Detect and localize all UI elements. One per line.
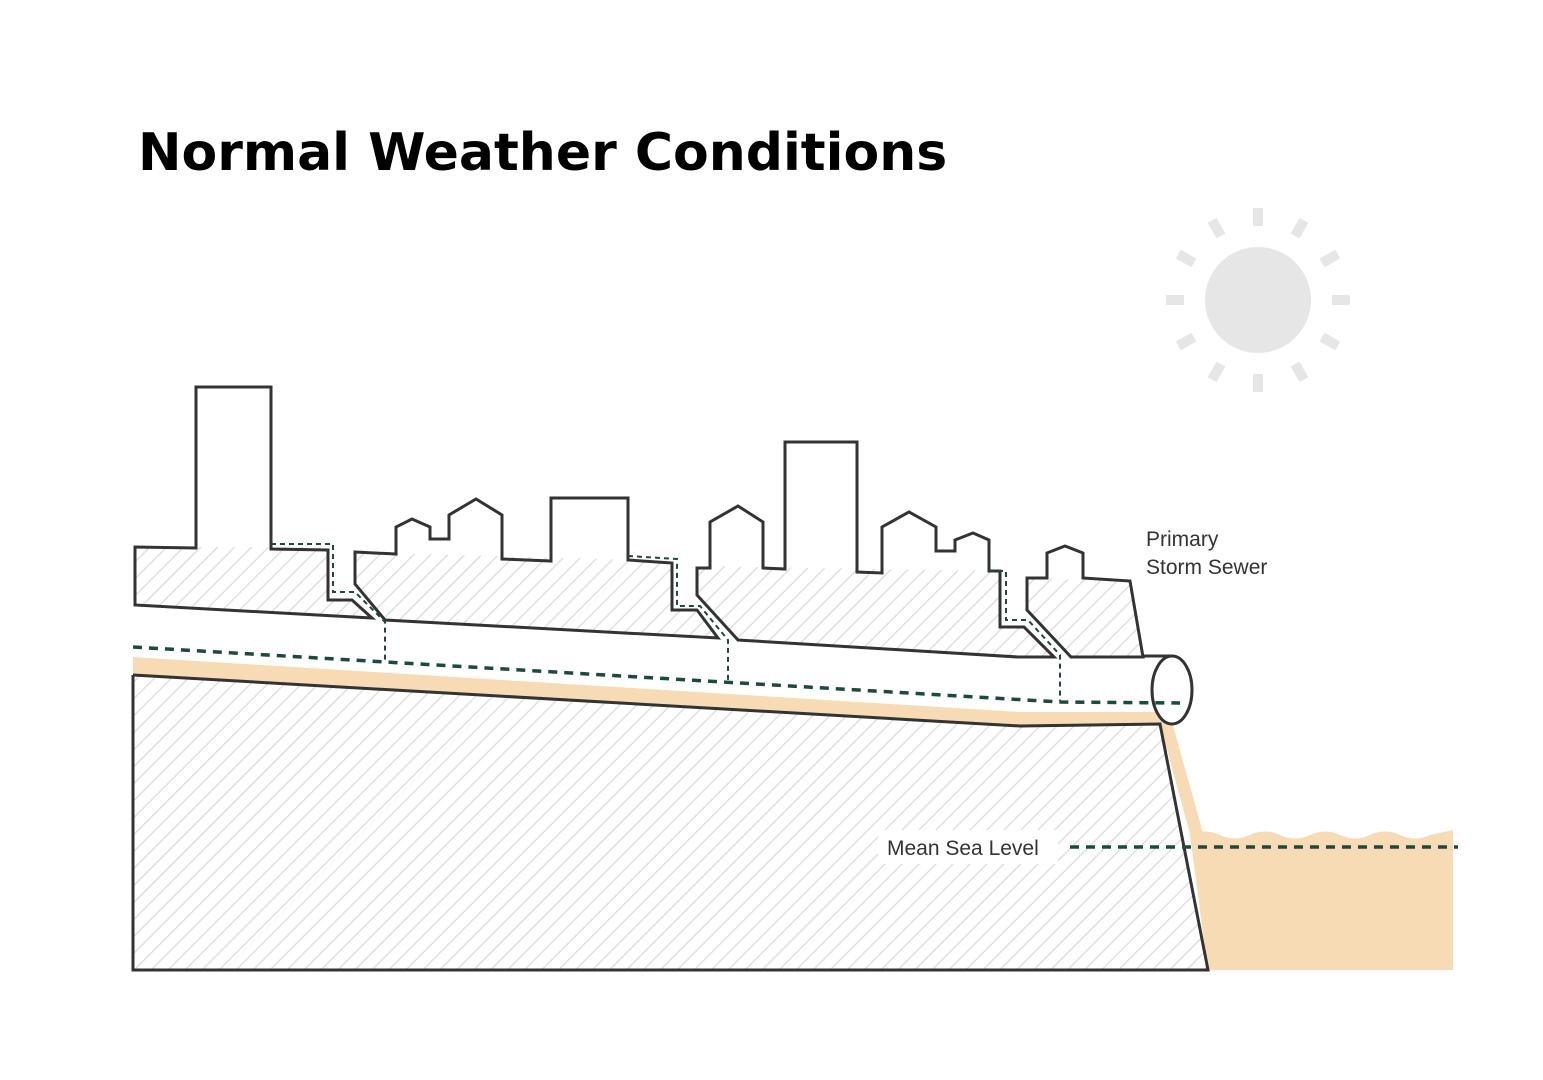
sun-icon — [1166, 208, 1350, 392]
drain-1 — [271, 543, 386, 662]
storm-sewer-pipe-opening — [1150, 654, 1194, 726]
sewer-label-line2: Storm Sewer — [1146, 556, 1267, 579]
block-3-hatch — [697, 566, 1054, 657]
drain-2 — [627, 555, 729, 683]
sun-ray — [1319, 332, 1341, 351]
sewer-water-line — [132, 645, 1181, 705]
block-1-hatch — [135, 547, 372, 618]
block-1 — [133, 385, 377, 620]
sea-level-label: Mean Sea Level — [887, 837, 1039, 860]
block-2-hatch — [355, 552, 718, 638]
sea-water — [1190, 830, 1453, 970]
block-2 — [353, 496, 722, 640]
sun-ray — [1319, 249, 1341, 268]
sewer-label-line1: Primary — [1146, 528, 1219, 551]
block-4 — [1025, 544, 1145, 659]
block-4-hatch — [1027, 578, 1143, 657]
sun-ray — [1175, 332, 1197, 351]
sand-slope — [1160, 722, 1205, 845]
sun-ray — [1175, 249, 1197, 268]
sea-level-label-bg — [878, 830, 1058, 864]
block-3 — [695, 440, 1058, 659]
ground-hatch — [133, 675, 1208, 970]
sand-band — [133, 657, 1170, 726]
diagram-title: Normal Weather Conditions — [138, 123, 947, 183]
sun-ray — [1290, 361, 1309, 383]
sun-ray — [1290, 217, 1309, 239]
sun-ray — [1207, 361, 1226, 383]
drain-3 — [989, 570, 1061, 701]
sun-ray — [1207, 217, 1226, 239]
